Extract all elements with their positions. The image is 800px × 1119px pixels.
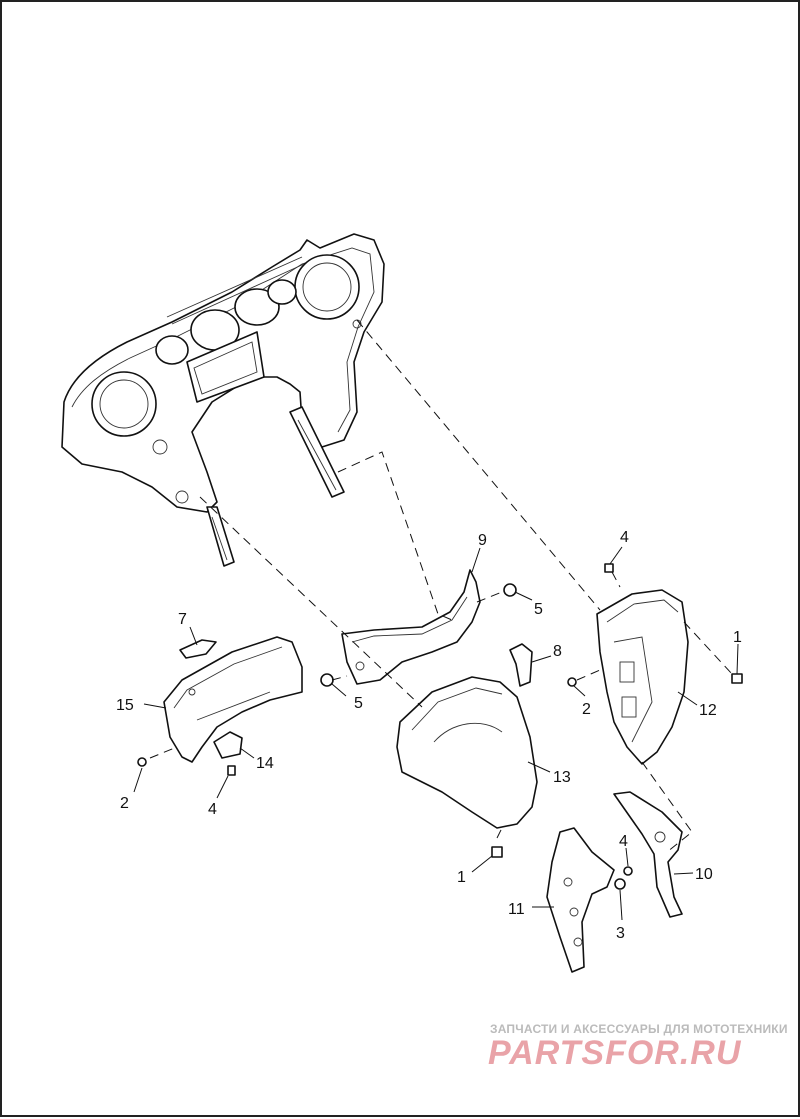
callout-13: 13 [553,769,571,786]
callout-4-right: 4 [619,833,628,850]
fastener-4-right [623,866,633,876]
fastener-2-left [137,757,147,767]
callout-14: 14 [256,755,274,772]
callout-10: 10 [695,866,713,883]
callout-labels: 9 5 5 7 15 14 2 4 8 2 4 1 12 13 1 11 4 3… [116,529,742,942]
part-8-clip [509,643,533,687]
part-14-bracket [213,731,243,759]
callout-2-left: 2 [120,795,129,812]
alignment-lines [149,319,733,853]
part-9-upper-shroud [341,569,481,685]
fastener-1-lower [491,846,503,858]
part-11-bracket [546,827,615,973]
callout-4-left: 4 [208,801,217,818]
callout-1-upper: 1 [733,629,742,646]
fastener-5-lower [320,673,334,687]
fastener-3 [614,878,626,890]
callout-15: 15 [116,697,134,714]
callout-5-lower: 5 [354,695,363,712]
callout-9: 9 [478,532,487,549]
callout-7: 7 [178,611,187,628]
watermark-caption: ЗАПЧАСТИ И АКСЕССУАРЫ ДЛЯ МОТОТЕХНИКИ [490,1022,788,1036]
watermark-logo: PARTSFOR.RU [488,1034,742,1072]
callout-3: 3 [616,925,625,942]
fairing-inner-assembly [61,233,385,567]
callout-4-top: 4 [620,529,629,546]
part-15-left-shroud [163,636,303,763]
callout-1-lower: 1 [457,869,466,886]
fastener-1-upper [731,673,743,684]
fastener-5-upper [503,583,517,597]
fastener-4-left [227,765,236,776]
part-12-right-housing [596,589,689,765]
part-13-lower-shroud [396,676,538,829]
fasteners [137,563,743,890]
part-7-clip [179,639,217,659]
callout-8: 8 [553,643,562,660]
fastener-4-top [604,563,614,573]
leader-lines [133,546,739,921]
fastener-2-right [567,677,577,687]
callout-5-upper: 5 [534,601,543,618]
part-10-bracket [613,791,683,918]
callout-12: 12 [699,702,717,719]
callout-2-right: 2 [582,701,591,718]
callout-11: 11 [508,901,525,918]
